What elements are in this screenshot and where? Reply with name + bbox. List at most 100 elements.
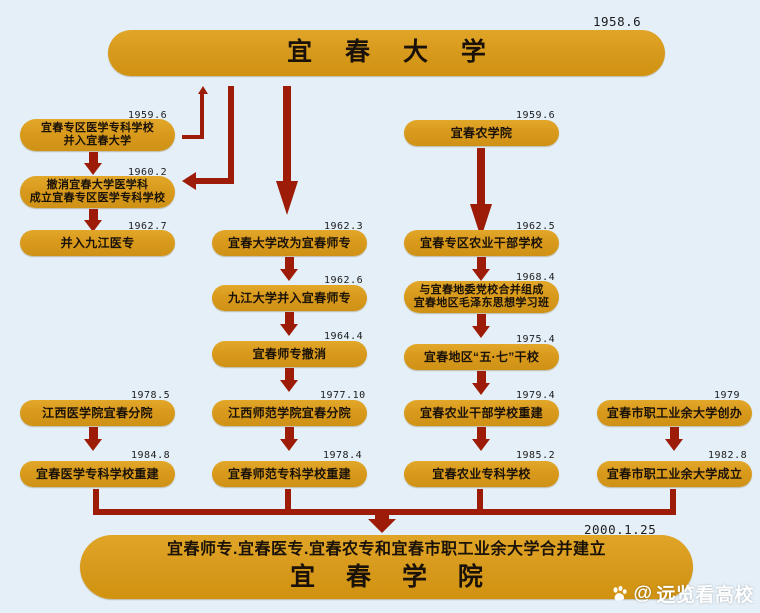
arrow-up-head-medical [198, 86, 208, 94]
node-c1-b2: 宜春师专撤消 [212, 341, 367, 367]
year-label-c1-b3: 1977.10 [320, 390, 366, 401]
node-c0-b2: 并入九江医专 [20, 230, 175, 256]
watermark: @ 远览看高校 [610, 580, 754, 607]
node-c2-b1-line0: 宜春专区农业干部学校 [419, 235, 543, 250]
arrow-head-c2-1-2 [472, 269, 490, 281]
merge-stub-c2 [477, 489, 483, 513]
node-footer-line2: 宜 春 学 院 [290, 563, 495, 592]
year-label-header: 1958.6 [593, 14, 642, 29]
node-c1-b4-line0: 宜春师范专科学校重建 [227, 466, 351, 481]
arrow-stem-c2-2-3 [477, 314, 486, 328]
arrow-elbow-vertical-header-to-medical [228, 86, 234, 184]
arrow-head-c3-0-1 [665, 439, 683, 451]
node-c1-b1: 九江大学并入宜春师专 [212, 285, 367, 311]
node-c3-b0-line0: 宜春市职工业余大学创办 [606, 405, 743, 420]
node-c2-b0-line0: 宜春农学院 [450, 125, 513, 140]
merge-down-arrow-head [368, 519, 396, 533]
arrow-stem-c1-0-1 [285, 257, 294, 271]
arrow-stem-c2-4-5 [477, 427, 486, 441]
arrow-stem-c1-2-3 [285, 368, 294, 382]
year-label-c3-b0: 1979 [714, 390, 741, 401]
node-c2-b2-line1: 宜春地区毛泽东思想学习班 [413, 297, 550, 309]
arrow-elbow-horizontal-header-to-medical [196, 178, 234, 184]
arrow-stem-c3-0-1 [670, 427, 679, 441]
node-c2-b2: 与宜春地委党校合并组成 宜春地区毛泽东思想学习班 [404, 281, 559, 313]
watermark-at: @ [633, 582, 653, 604]
node-c0-b4-line0: 宜春医学专科学校重建 [35, 466, 159, 481]
year-label-c2-b5: 1985.2 [516, 450, 556, 461]
node-c2-b2-line0: 与宜春地委党校合并组成 [419, 284, 544, 297]
year-label-c1-b2: 1964.4 [324, 331, 364, 342]
node-footer-line1: 宜春师专.宜春医专.宜春农专和宜春市职工业余大学合并建立 [167, 541, 606, 559]
node-c0-b0-line1: 并入宜春大学 [63, 135, 132, 147]
year-label-c2-b0: 1959.6 [516, 110, 556, 121]
year-label-c0-b4: 1984.8 [131, 450, 171, 461]
arrow-stem-c0-1-2 [89, 209, 98, 222]
merge-bus-bar [93, 509, 676, 515]
arrow-head-c0-1-2 [84, 220, 102, 232]
node-c0-b1-line1: 成立宜春专区医学专科学校 [29, 192, 166, 204]
paw-icon [613, 585, 628, 601]
merge-stub-c3 [670, 489, 676, 513]
node-c3-b0: 宜春市职工业余大学创办 [597, 400, 752, 426]
node-c0-b3-line0: 江西医学院宜春分院 [42, 405, 153, 420]
arrow-up-stem-medical [200, 94, 204, 139]
arrow-stem-c0-3-4 [89, 427, 98, 441]
node-header-label: 宜 春 大 学 [287, 38, 499, 67]
year-label-c2-b1: 1962.5 [516, 221, 556, 232]
arrow-head-c2-2-3 [472, 326, 490, 338]
node-c2-b5-line0: 宜春农业专科学校 [432, 466, 531, 481]
node-c3-b1: 宜春市职工业余大学成立 [597, 461, 752, 487]
arrow-head-c0-0-1 [84, 163, 102, 175]
arrow-stem-c2-1-2 [477, 257, 486, 271]
node-c2-b1: 宜春专区农业干部学校 [404, 230, 559, 256]
year-label-c2-b2: 1968.4 [516, 272, 556, 283]
arrow-stem-c2-3-4 [477, 371, 486, 385]
arrow-head-c1-3-4 [280, 439, 298, 451]
year-label-c1-b0: 1962.3 [324, 221, 364, 232]
node-header-yichun-university: 宜 春 大 学 [108, 30, 665, 76]
node-c0-b0: 宜春专区医学专科学校 并入宜春大学 [20, 119, 175, 151]
year-label-c0-b1: 1960.2 [128, 167, 168, 178]
merge-down-stem [375, 513, 389, 522]
arrow-stem-c1-3-4 [285, 427, 294, 441]
node-c2-b3-line0: 宜春地区“五·七”干校 [423, 349, 540, 364]
arrow-head-c2-4-5 [472, 439, 490, 451]
merge-stub-c0 [93, 489, 99, 513]
arrow-stem-header-to-normal [283, 86, 291, 183]
arrow-head-c2-0-1 [470, 204, 492, 238]
arrow-head-c1-2-3 [280, 380, 298, 392]
node-c1-b2-line0: 宜春师专撤消 [252, 346, 327, 361]
node-c2-b4: 宜春农业干部学校重建 [404, 400, 559, 426]
year-label-c1-b1: 1962.6 [324, 275, 364, 286]
node-c0-b1: 撤消宜春大学医学科 成立宜春专区医学专科学校 [20, 176, 175, 208]
node-c1-b3-line0: 江西师范学院宜春分院 [227, 405, 351, 420]
node-c1-b3: 江西师范学院宜春分院 [212, 400, 367, 426]
node-footer-yichun-college: 宜春师专.宜春医专.宜春农专和宜春市职工业余大学合并建立 宜 春 学 院 [80, 535, 693, 599]
year-label-c3-b1: 1982.8 [708, 450, 748, 461]
year-label-c0-b3: 1978.5 [131, 390, 171, 401]
node-c1-b0: 宜春大学改为宜春师专 [212, 230, 367, 256]
year-label-c2-b4: 1979.4 [516, 390, 556, 401]
year-label-c2-b3: 1975.4 [516, 334, 556, 345]
node-c3-b1-line0: 宜春市职工业余大学成立 [606, 466, 743, 481]
year-label-c1-b4: 1978.4 [323, 450, 363, 461]
watermark-handle: 远览看高校 [656, 585, 754, 606]
node-c1-b0-line0: 宜春大学改为宜春师专 [227, 235, 351, 250]
arrow-head-left-to-medical [182, 172, 196, 190]
node-c2-b3: 宜春地区“五·七”干校 [404, 344, 559, 370]
node-c1-b1-line0: 九江大学并入宜春师专 [227, 290, 351, 305]
arrow-up-foot-medical [182, 135, 204, 139]
node-c0-b1-line0: 撤消宜春大学医学科 [46, 179, 149, 192]
arrow-stem-c0-0-1 [89, 152, 98, 165]
year-label-footer: 2000.1.25 [584, 522, 657, 537]
node-c0-b4: 宜春医学专科学校重建 [20, 461, 175, 487]
node-c0-b2-line0: 并入九江医专 [60, 235, 135, 250]
arrow-head-c2-3-4 [472, 383, 490, 395]
arrow-head-header-to-normal [276, 181, 298, 215]
node-c2-b0: 宜春农学院 [404, 120, 559, 146]
node-c2-b5: 宜春农业专科学校 [404, 461, 559, 487]
node-c1-b4: 宜春师范专科学校重建 [212, 461, 367, 487]
node-c0-b0-line0: 宜春专区医学专科学校 [41, 122, 154, 135]
